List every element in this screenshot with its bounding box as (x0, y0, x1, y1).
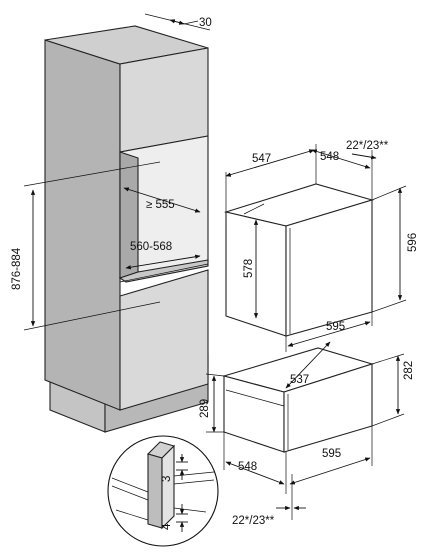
dim-oven-width: 595 (326, 321, 345, 333)
dim-drawer-front-depth: 548 (238, 461, 257, 473)
dim-gap-bottom: 4 (161, 523, 173, 530)
dim-front-offset-bottom: 22*/23** (232, 515, 275, 527)
dim-drawer-height: 282 (403, 361, 415, 380)
dim-inner-height: 876-884 (11, 247, 23, 290)
upper-door (119, 47, 209, 153)
warming-drawer (221, 347, 374, 453)
dim-oven-depth: 547 (252, 153, 271, 165)
dim-oven-height: 596 (407, 233, 419, 252)
dim-drawer-height-total: 289 (199, 399, 211, 418)
dim-drawer-width: 595 (322, 448, 341, 460)
dim-oven-front-depth: 548 (320, 151, 339, 163)
niche-inner-side (119, 151, 139, 279)
dim-niche-depth: ≥ 555 (146, 199, 175, 211)
oven (223, 183, 374, 337)
dim-drawer-depth: 537 (290, 374, 309, 386)
lower-door (119, 269, 209, 411)
detail-view: 3 4 (107, 435, 219, 547)
dim-niche-width: 560-568 (130, 241, 172, 253)
cabinet-left-side (44, 39, 121, 411)
drawer-dimensions: 537 282 289 548 595 22*/23** (199, 341, 415, 527)
dim-oven-inner-height: 578 (243, 259, 255, 278)
detail-panel-side (161, 444, 175, 530)
detail-panel-face (147, 453, 163, 529)
oven-dimensions: 547 548 22*/23** 596 578 595 (225, 140, 419, 352)
dim-depth-top: 30 (199, 17, 212, 29)
tall-cabinet (44, 25, 209, 433)
dim-gap-top: 3 (161, 476, 173, 482)
dim-front-offset-top: 22*/23** (346, 140, 389, 152)
tall-cabinet-dimensions: 30 876-884 ≥ 555 560-568 (11, 13, 212, 331)
